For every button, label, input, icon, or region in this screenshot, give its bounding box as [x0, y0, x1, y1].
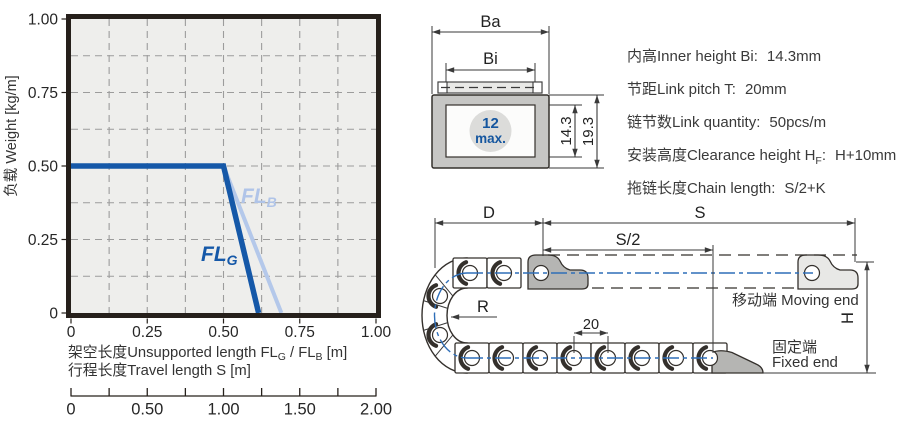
fixed-end-label-en: Fixed end	[772, 354, 838, 371]
curve-label-sub: G	[227, 252, 238, 268]
dim-label-bi: Bi	[483, 50, 498, 68]
dim-label-h: H	[839, 312, 857, 324]
link-pivot-arc	[594, 345, 607, 371]
travel-tick-label: 0.50	[131, 401, 163, 419]
series-FLB	[221, 165, 284, 314]
x-axis-label-line1: 架空长度Unsupported length FLG / FLB [m]	[68, 344, 347, 363]
spec-value: 20mm	[744, 81, 787, 98]
travel-tick-label: 1.00	[207, 401, 239, 419]
side-view-diagram: D S S/2 R 20 H 移动端 Moving end 固定端 Fixed …	[421, 204, 876, 374]
x-tick-label: 0.75	[285, 324, 315, 341]
travel-tick-label: 2.00	[360, 401, 392, 419]
load-capacity-chart: 0 0.25 0.50 0.75 1.00 0 0.25 0.50 0.75 1.00 0 0.50 1…	[3, 12, 392, 419]
curve-label-sub: B	[267, 194, 277, 210]
dim-label-pitch: 20	[583, 317, 599, 333]
spec-label: 链节数Link quantity:	[627, 114, 761, 131]
dim-label-d: D	[483, 204, 495, 222]
spec-label-post: :	[821, 147, 827, 164]
spec-label: 节距Link pitch T:	[627, 81, 736, 98]
fixed-end-label-cn: 固定端	[772, 339, 817, 356]
spec-row: 节距Link pitch T: 20mm	[627, 76, 896, 109]
dimension-lines	[434, 218, 876, 374]
dim-label-inner-height: 14.3	[558, 116, 575, 145]
travel-tick-label: 0	[66, 401, 75, 419]
spec-row: 内高Inner height Bi: 14.3mm	[627, 43, 896, 76]
y-tick-label: 1.00	[28, 12, 59, 29]
curve-label-main: FL	[241, 185, 267, 208]
link-pivot-arc	[490, 260, 503, 286]
dim-label-s2: S/2	[616, 231, 641, 249]
link-pivot-arc	[426, 283, 439, 309]
travel-tick-label: 1.50	[284, 401, 316, 419]
max-cable-count: 12	[482, 115, 499, 132]
link-pivot-arc	[426, 322, 439, 348]
y-tick-label: 0	[49, 306, 58, 323]
y-tick-label: 0.50	[28, 159, 59, 176]
x-label-sub-g: G	[278, 351, 286, 363]
technical-diagrams: 12 max. Ba Bi 14.3 19.3	[421, 13, 876, 374]
moving-end-label: 移动端 Moving end	[732, 292, 859, 309]
x-tick-label: 1.00	[361, 324, 392, 341]
curve-label-flb: FLB	[241, 185, 277, 210]
spec-row: 安装高度Clearance height HF: H+10mm	[627, 142, 896, 175]
x-tick-label: 0.25	[132, 324, 162, 341]
curve-label-flg: FLG	[201, 243, 238, 268]
x-tick-label: 0.50	[208, 324, 239, 341]
spec-list: 内高Inner height Bi: 14.3mm 节距Link pitch T:…	[627, 43, 896, 208]
curve-label-main: FL	[201, 243, 227, 266]
spec-label: 安装高度Clearance height H	[627, 147, 816, 164]
max-cable-badge	[469, 110, 512, 152]
dim-label-ba: Ba	[480, 13, 501, 31]
bend-centerline	[433, 272, 468, 359]
axis-ticks: 0 0.25 0.50 0.75 1.00 0 0.25 0.50 0.75 1.00 0 0.50 1…	[28, 12, 392, 419]
x-tick-label: 0	[67, 324, 76, 341]
x-axis-label-line2: 行程长度Travel length S [m]	[68, 362, 251, 379]
cross-section-diagram: 12 max. Ba Bi 14.3 19.3	[431, 13, 604, 169]
dimension-lines	[431, 26, 604, 169]
dim-label-r: R	[477, 298, 489, 316]
chart-series	[71, 163, 284, 314]
spec-value: 50pcs/m	[769, 114, 827, 131]
link-pivot-arc	[456, 260, 469, 286]
spec-label-sub: F	[815, 155, 822, 167]
spec-value: S/2+K	[784, 180, 826, 197]
spec-row: 拖链长度Chain length: S/2+K	[627, 175, 896, 208]
spec-label: 内高Inner height Bi:	[627, 48, 758, 65]
x-label-text: / FL	[286, 345, 316, 361]
link-pivot-arc	[458, 345, 471, 371]
y-tick-label: 0.25	[28, 232, 58, 249]
plot-border	[66, 14, 381, 318]
lid-end-cap	[532, 81, 543, 94]
spec-value: 14.3mm	[766, 48, 822, 65]
fixed-end-bracket	[711, 350, 764, 374]
max-cable-word: max.	[475, 131, 506, 146]
link-pivot-arc	[492, 345, 505, 371]
series-FLG	[71, 163, 262, 314]
y-tick-label: 0.75	[28, 85, 58, 102]
x-label-sub-b: B	[316, 351, 323, 363]
link-hole	[431, 326, 449, 344]
y-axis-label: 负载 Weight [kg/m]	[3, 75, 20, 196]
spec-label: 拖链长度Chain length:	[627, 180, 776, 197]
dim-label-outer-height: 19.3	[580, 117, 597, 146]
x-label-text: [m]	[323, 345, 348, 361]
spec-row: 链节数Link quantity: 50pcs/m	[627, 109, 896, 142]
dim-label-s: S	[694, 204, 705, 222]
spec-value: H+10mm	[835, 147, 897, 164]
x-label-text: 架空长度Unsupported length FL	[68, 344, 278, 361]
